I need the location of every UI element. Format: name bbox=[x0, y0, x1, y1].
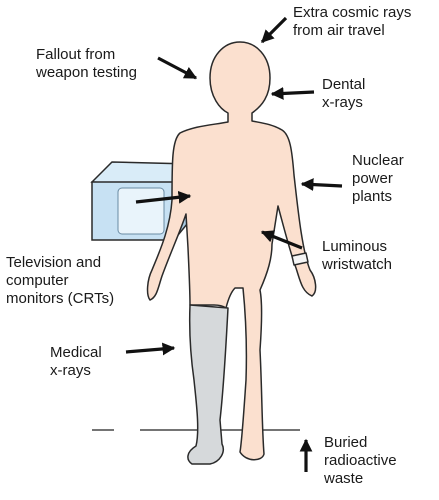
human-figure bbox=[146, 41, 317, 465]
label-fallout: Fallout from weapon testing bbox=[36, 46, 137, 81]
arrow-dental bbox=[270, 87, 315, 100]
arrow-fallout bbox=[157, 56, 198, 80]
arrow-cosmic bbox=[260, 16, 288, 44]
arrow-nuclear bbox=[300, 178, 343, 191]
label-buried-waste: Buried radioactive waste bbox=[324, 434, 397, 487]
arrow-medical bbox=[125, 342, 176, 356]
label-wristwatch: Luminous wristwatch bbox=[322, 238, 393, 273]
label-television: Television and computer monitors (CRTs) bbox=[6, 254, 115, 307]
label-medical-xrays: Medical x-rays bbox=[50, 344, 102, 379]
arrow-television bbox=[135, 190, 192, 204]
label-dental-xrays: Dental x-rays bbox=[322, 76, 366, 111]
label-nuclear-power: Nuclear power plants bbox=[352, 152, 404, 205]
human-body-silhouette bbox=[146, 41, 317, 461]
cast bbox=[187, 304, 229, 465]
label-cosmic-rays: Extra cosmic rays from air travel bbox=[293, 4, 412, 39]
arrows bbox=[125, 16, 343, 472]
wristwatch bbox=[291, 252, 309, 266]
arrow-luminous bbox=[260, 230, 303, 250]
